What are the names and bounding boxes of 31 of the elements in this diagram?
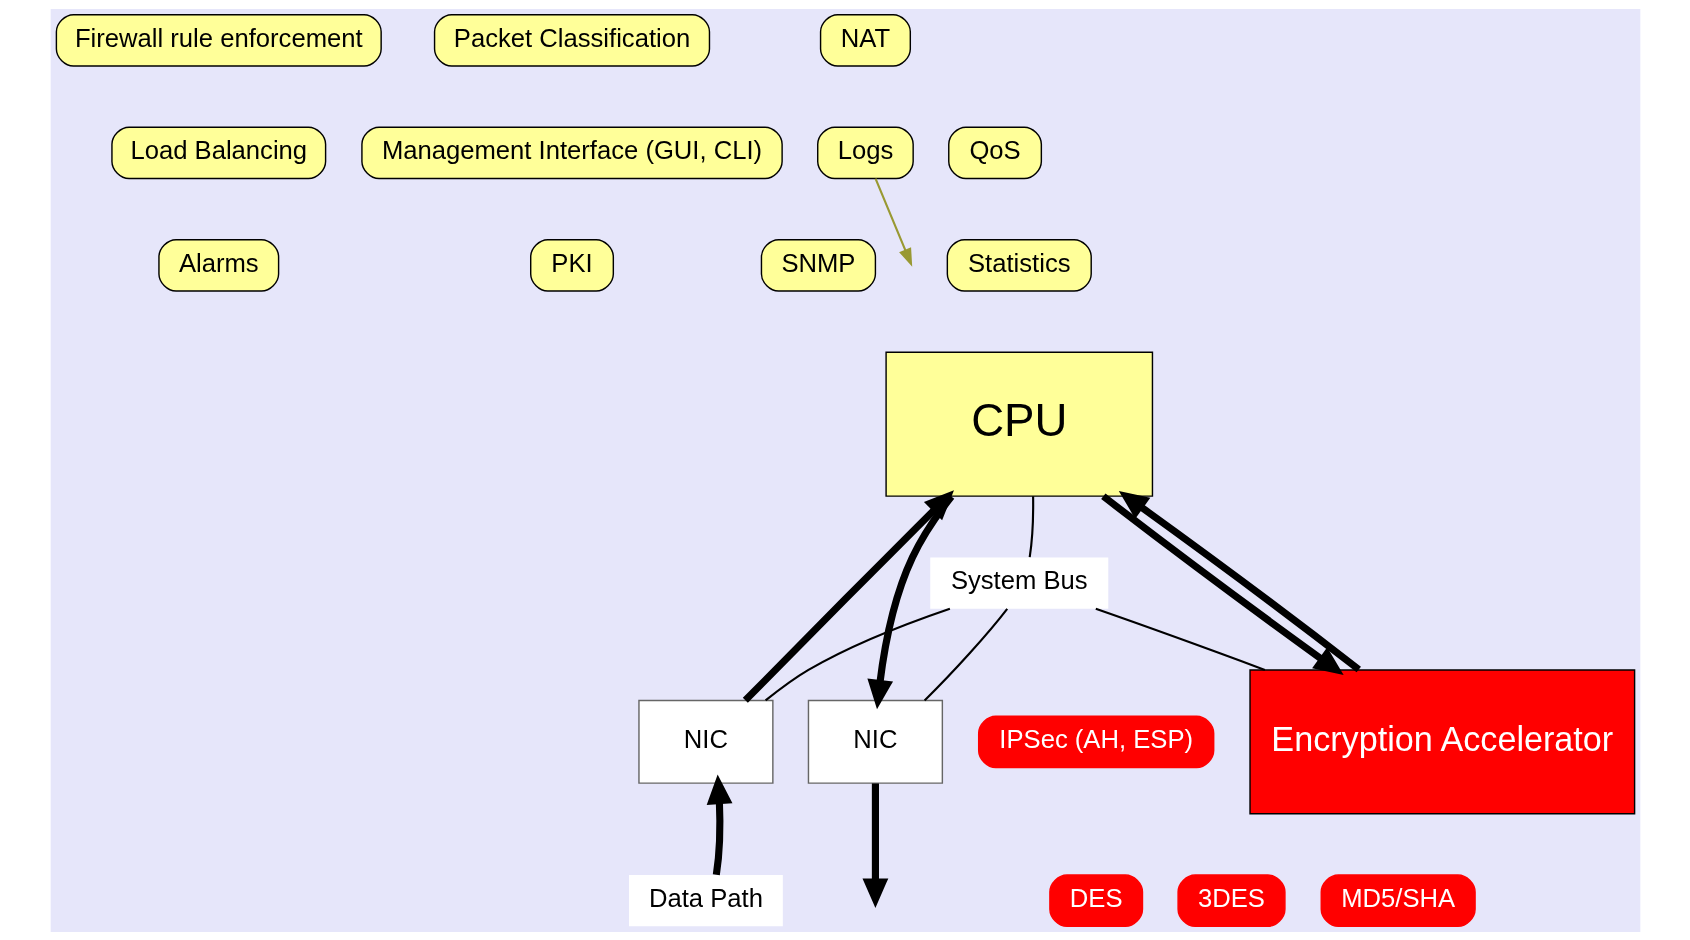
node-box: CPU: [884, 351, 1153, 497]
node-box: MD5/SHA: [1320, 873, 1476, 927]
node-box: Packet Classification: [433, 13, 710, 67]
node-box: NIC: [807, 699, 943, 784]
arrow: [874, 177, 912, 267]
connector: [1028, 495, 1034, 557]
node-box: IPSec (AH, ESP): [977, 715, 1214, 768]
node-box: NAT: [819, 13, 911, 67]
node-box: Logs: [816, 126, 914, 179]
connector: [1094, 607, 1265, 671]
node-box: 3DES: [1176, 873, 1286, 927]
arrow: [706, 774, 732, 875]
arrow: [1100, 492, 1344, 675]
arrow: [862, 782, 888, 908]
node-box: PKI: [529, 238, 614, 292]
node-box: QoS: [947, 126, 1042, 179]
node-box: Data Path: [628, 874, 783, 926]
connector: [923, 607, 1008, 701]
arrow: [742, 489, 954, 703]
node-box: Load Balancing: [110, 126, 326, 179]
node-box: Encryption Accelerator: [1248, 668, 1635, 814]
node-box: Statistics: [946, 238, 1092, 292]
node-box: Management Interface (GUI, CLI): [360, 126, 783, 179]
arrow: [1118, 490, 1361, 672]
node-box: DES: [1048, 873, 1143, 927]
node-box: Alarms: [157, 238, 279, 292]
node-box: System Bus: [929, 556, 1108, 609]
node-box: Firewall rule enforcement: [55, 13, 382, 67]
node-box: NIC: [637, 699, 774, 784]
node-box: SNMP: [760, 238, 876, 292]
connector: [764, 607, 950, 701]
